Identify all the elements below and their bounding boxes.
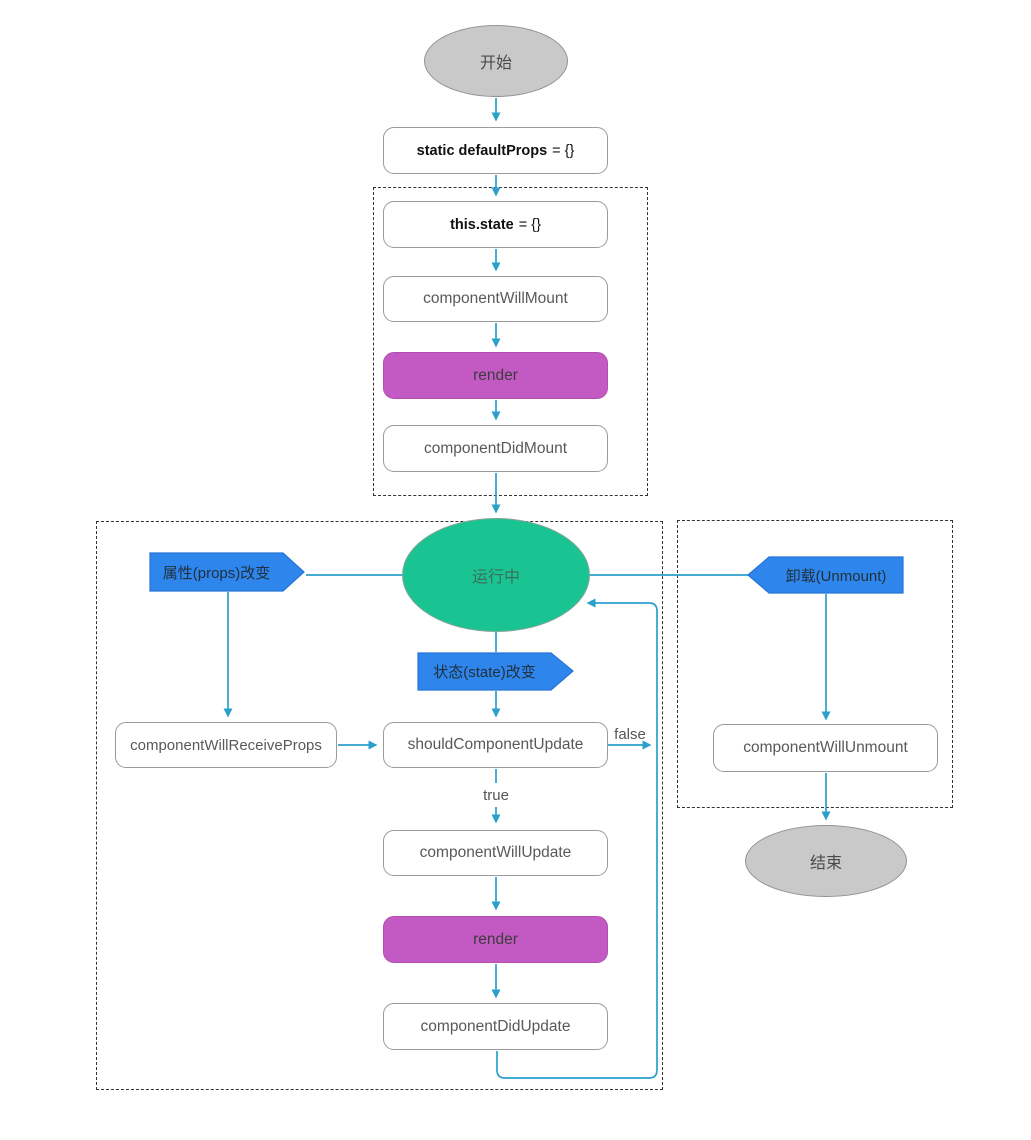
edge-didupdate-loop-to-running: [496, 598, 658, 1079]
componentdidupdate-node: componentDidUpdate: [383, 1003, 608, 1050]
componentwillmount-label: componentWillMount: [423, 290, 568, 307]
unmounting-phase-group: [677, 520, 953, 808]
props-change-tag: [149, 552, 305, 592]
render-mount-label: render: [473, 366, 518, 384]
componentdidmount-label: componentDidMount: [423, 439, 568, 457]
unmount-tag: [747, 556, 904, 594]
componentwillunmount-label: componentWillUnmount: [743, 739, 908, 756]
shouldcomponentupdate-label: shouldComponentUpdate: [407, 736, 584, 753]
componentwillmount-node: componentWillMount: [383, 276, 608, 322]
componentwillreceiveprops-node: componentWillReceiveProps: [115, 722, 337, 768]
render-mount-node: render: [383, 352, 608, 399]
running-state-node: 运行中: [402, 518, 590, 632]
defaultprops-keyword: static defaultProps: [416, 142, 548, 159]
state-keyword: this.state: [450, 216, 514, 233]
updating-phase-group: [96, 521, 663, 1090]
end-terminal: 结束: [745, 825, 907, 897]
render-update-node: render: [383, 916, 608, 963]
end-label: 结束: [809, 855, 842, 872]
state-change-tag-label: 状态(state)改变: [433, 664, 536, 681]
defaultprops-assign: = {}: [552, 142, 575, 159]
static-defaultprops-node: static defaultProps= {}: [383, 127, 608, 174]
state-assign: = {}: [518, 216, 541, 233]
mounting-phase-group: [373, 187, 648, 496]
props-change-tag-label: 属性(props)改变: [162, 564, 271, 582]
componentwillreceiveprops-label: componentWillReceiveProps: [130, 736, 322, 754]
running-label: 运行中: [471, 569, 520, 586]
componentwillunmount-node: componentWillUnmount: [713, 724, 938, 772]
componentdidupdate-label: componentDidUpdate: [420, 1017, 571, 1035]
edge-label-true: true: [483, 787, 509, 804]
edge-label-false: false: [614, 726, 646, 743]
componentwillupdate-node: componentWillUpdate: [383, 830, 608, 876]
componentdidmount-node: componentDidMount: [383, 425, 608, 472]
state-change-tag: [417, 652, 574, 691]
render-update-label: render: [473, 930, 518, 948]
componentwillupdate-label: componentWillUpdate: [419, 844, 572, 861]
unmount-tag-label: 卸载(Unmount): [785, 567, 887, 585]
this-state-node: this.state= {}: [383, 201, 608, 248]
start-terminal: 开始: [424, 25, 568, 97]
start-label: 开始: [479, 55, 512, 72]
shouldcomponentupdate-node: shouldComponentUpdate: [383, 722, 608, 768]
